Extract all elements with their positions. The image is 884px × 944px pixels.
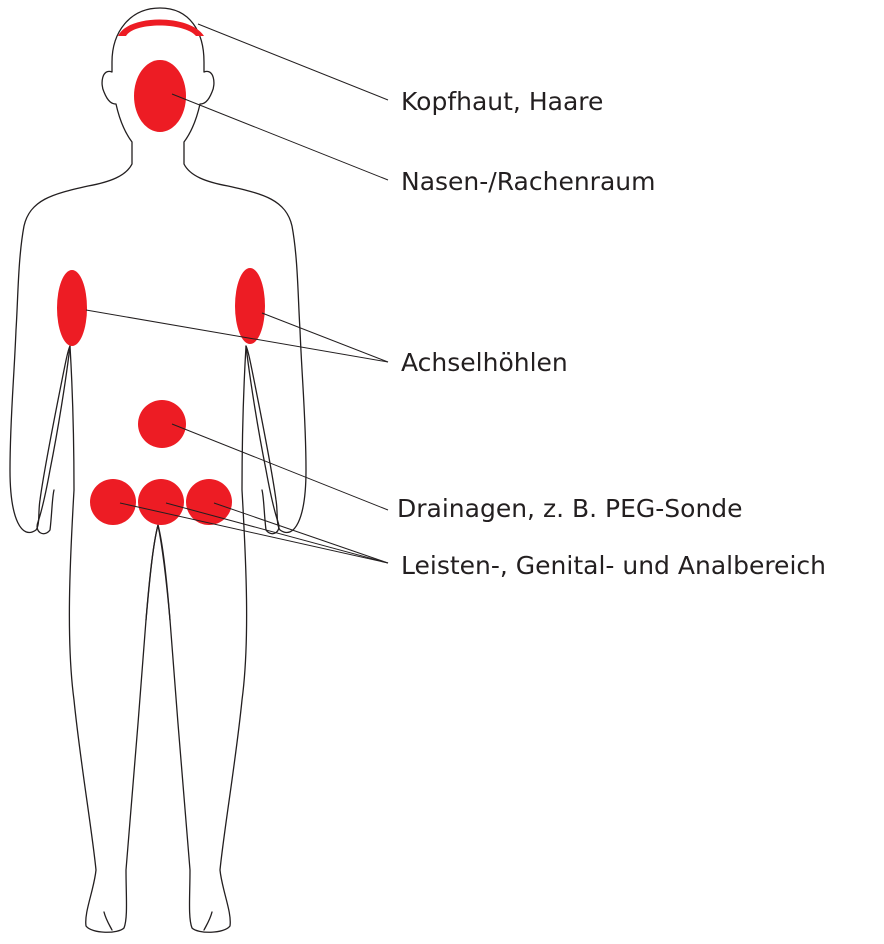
highlight-areas <box>57 20 265 526</box>
label-drains: Drainagen, z. B. PEG-Sonde <box>397 496 743 521</box>
right-armpit-marker <box>235 268 265 344</box>
leader-groin-right <box>214 503 388 563</box>
left-armpit-marker <box>57 270 87 346</box>
left-inner-arm-line <box>37 346 70 534</box>
label-scalp: Kopfhaut, Haare <box>401 89 603 114</box>
leader-nasopharynx <box>172 94 388 180</box>
label-nasopharynx: Nasen-/Rachenraum <box>401 169 655 194</box>
right-toe-line <box>204 912 212 930</box>
leader-armpit-right <box>262 313 388 362</box>
abdomen-drain-marker <box>138 400 186 448</box>
groin-right-marker <box>186 479 232 525</box>
groin-left-marker <box>90 479 136 525</box>
leader-scalp <box>198 24 388 100</box>
right-inner-arm-line <box>246 346 279 534</box>
body-silhouette <box>10 8 306 932</box>
left-toe-line <box>104 912 112 930</box>
inner-leg-line <box>146 525 170 620</box>
label-groin: Leisten-, Genital- und Analbereich <box>401 553 826 578</box>
label-armpits: Achselhöhlen <box>401 350 568 375</box>
genital-marker <box>138 479 184 525</box>
body-outline <box>10 8 306 932</box>
